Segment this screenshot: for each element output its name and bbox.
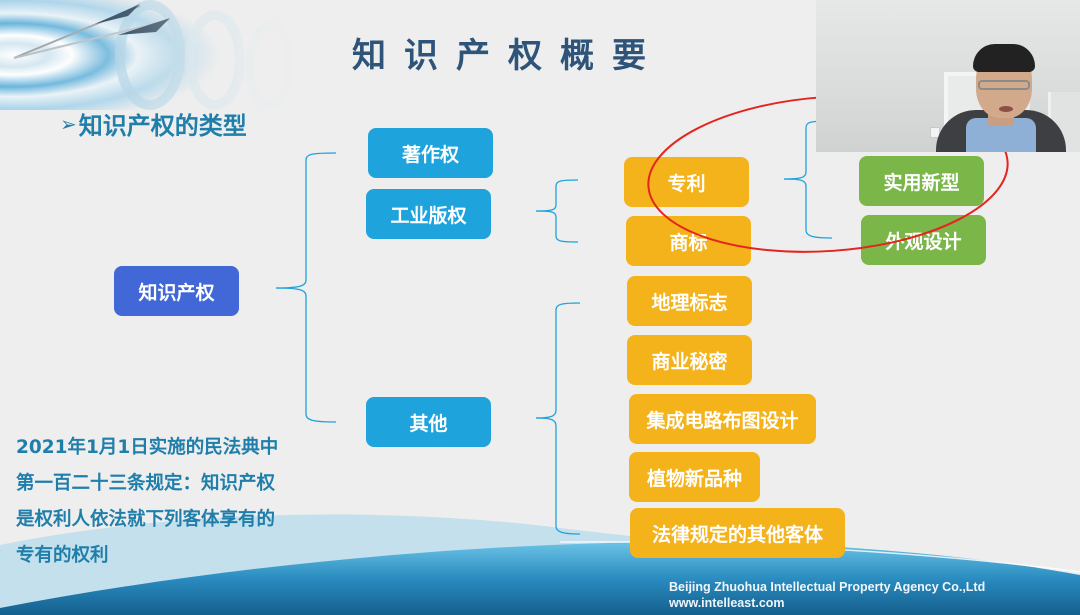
node-design[interactable]: 外观设计 <box>861 215 986 265</box>
civil-code-line: 2021年1月1日实施的民法典中 <box>16 437 279 458</box>
presenter-hair <box>973 44 1035 72</box>
civil-code-line: 是权利人依法就下列客体享有的 <box>16 509 276 530</box>
node-geographical-indication[interactable]: 地理标志 <box>627 276 752 326</box>
civil-code-line: 第一百二十三条规定：知识产权 <box>16 473 276 494</box>
node-ic-layout-design[interactable]: 集成电路布图设计 <box>629 394 816 444</box>
node-industrial-property[interactable]: 工业版权 <box>366 189 491 239</box>
node-utility-model[interactable]: 实用新型 <box>859 156 984 206</box>
node-other[interactable]: 其他 <box>366 397 491 447</box>
footer-company: Beijing Zhuohua Intellectual Property Ag… <box>669 580 986 594</box>
footer: Beijing Zhuohua Intellectual Property Ag… <box>669 579 985 611</box>
bullet-arrow-icon: ➢ <box>60 111 77 136</box>
section-heading: ➢ 知识产权的类型 <box>60 106 247 141</box>
node-copyright[interactable]: 著作权 <box>368 128 493 178</box>
node-plant-variety[interactable]: 植物新品种 <box>629 452 760 502</box>
section-heading-text: 知识产权的类型 <box>78 112 247 140</box>
footer-website[interactable]: www.intelleast.com <box>669 596 785 610</box>
node-other-legal-objects[interactable]: 法律规定的其他客体 <box>630 508 845 558</box>
node-intellectual-property[interactable]: 知识产权 <box>114 266 239 316</box>
slide-title: 知识产权概要 <box>352 36 664 76</box>
node-trade-secret[interactable]: 商业秘密 <box>627 335 752 385</box>
target-arrows-decoration <box>0 0 330 110</box>
presenter-mouth <box>999 106 1013 112</box>
civil-code-line: 专有的权利 <box>16 545 109 566</box>
civil-code-note: 2021年1月1日实施的民法典中 第一百二十三条规定：知识产权 是权利人依法就下… <box>16 430 278 574</box>
presenter-glasses <box>978 80 1030 90</box>
node-trademark[interactable]: 商标 <box>626 216 751 266</box>
presenter-webcam-overlay[interactable] <box>816 0 1080 152</box>
node-patent[interactable]: 专利 <box>624 157 749 207</box>
